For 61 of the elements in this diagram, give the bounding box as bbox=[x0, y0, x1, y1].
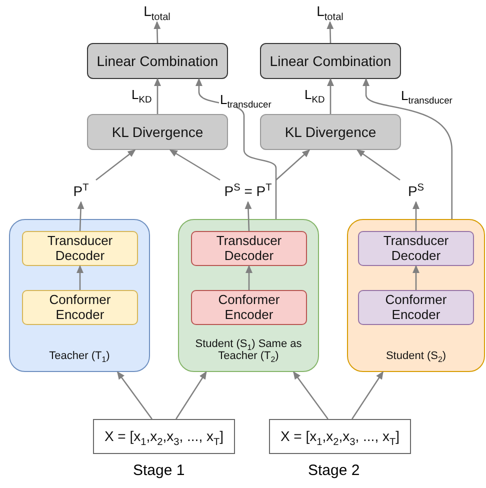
model-name: Teacher (T$_{1}$) bbox=[48, 350, 111, 363]
module-box bbox=[358, 290, 474, 325]
arrow bbox=[96, 149, 136, 181]
module-box bbox=[22, 290, 138, 325]
process-box bbox=[87, 114, 228, 150]
arrow bbox=[327, 78, 334, 114]
model-name: Student (S$_{2}$) bbox=[384, 350, 448, 363]
stage-label: Stage 2 bbox=[308, 462, 360, 479]
box-label: X = [x$_{1}$,x$_{2}$,x$_{3}$, ..., x$_{T}$] bbox=[280, 428, 400, 445]
math-label: P$^{T}$ bbox=[73, 182, 89, 200]
model-container bbox=[347, 219, 485, 372]
arrow bbox=[116, 371, 152, 420]
math-label: P$^{S}$ = P$^{T}$ bbox=[224, 182, 272, 200]
model-name: Student (S$_{1}$) Same as Teacher (T$_{2}$) bbox=[194, 338, 303, 363]
box-label: KL Divergence bbox=[112, 124, 204, 140]
box-label: Transducer Decoder bbox=[46, 234, 114, 264]
box-label: X = [x$_{1}$,x$_{2}$,x$_{3}$, ..., x$_{T}$] bbox=[104, 428, 224, 445]
arrow bbox=[352, 371, 384, 420]
module-box bbox=[191, 231, 307, 266]
arrow bbox=[77, 201, 84, 232]
process-box bbox=[260, 114, 401, 150]
arrow bbox=[154, 21, 161, 44]
arrow bbox=[169, 149, 220, 181]
arrow bbox=[76, 265, 84, 290]
arrow bbox=[412, 265, 420, 290]
model-container bbox=[178, 219, 319, 372]
math-label: P$^{S}$ bbox=[408, 182, 424, 200]
arrow bbox=[176, 371, 207, 420]
input-box bbox=[269, 419, 411, 454]
process-box bbox=[260, 43, 401, 79]
arrow bbox=[246, 265, 252, 290]
arrow bbox=[154, 78, 161, 114]
arrow bbox=[195, 78, 277, 219]
edge-label: L$_{KD}$ bbox=[304, 88, 326, 102]
box-label: Conformer Encoder bbox=[217, 292, 281, 322]
module-box bbox=[22, 231, 138, 266]
box-label: KL Divergence bbox=[284, 124, 376, 140]
process-box bbox=[87, 43, 228, 79]
arrow bbox=[326, 21, 334, 44]
edge-label: L$_{transducer}$ bbox=[400, 89, 454, 104]
edge-label: L$_{transducer}$ bbox=[218, 93, 272, 108]
box-label: Conformer Encoder bbox=[384, 292, 448, 322]
module-box bbox=[358, 231, 474, 266]
arrow bbox=[293, 371, 328, 420]
stage-label: Stage 1 bbox=[133, 462, 185, 479]
math-label: L$_{total}$ bbox=[144, 2, 170, 20]
module-box bbox=[191, 290, 307, 325]
arrow bbox=[276, 149, 310, 180]
box-label: Linear Combination bbox=[270, 52, 392, 70]
arrow bbox=[356, 149, 400, 181]
arrow bbox=[412, 201, 420, 231]
box-label: Linear Combination bbox=[96, 52, 218, 70]
box-label: Transducer Decoder bbox=[382, 234, 450, 264]
box-label: Conformer Encoder bbox=[48, 292, 112, 322]
math-label: L$_{total}$ bbox=[316, 2, 344, 20]
model-container bbox=[9, 219, 150, 372]
arrow bbox=[244, 201, 252, 232]
box-label: Transducer Decoder bbox=[215, 234, 283, 264]
edge-label: L$_{KD}$ bbox=[130, 88, 153, 102]
arrow bbox=[362, 78, 453, 219]
input-box bbox=[93, 419, 235, 454]
